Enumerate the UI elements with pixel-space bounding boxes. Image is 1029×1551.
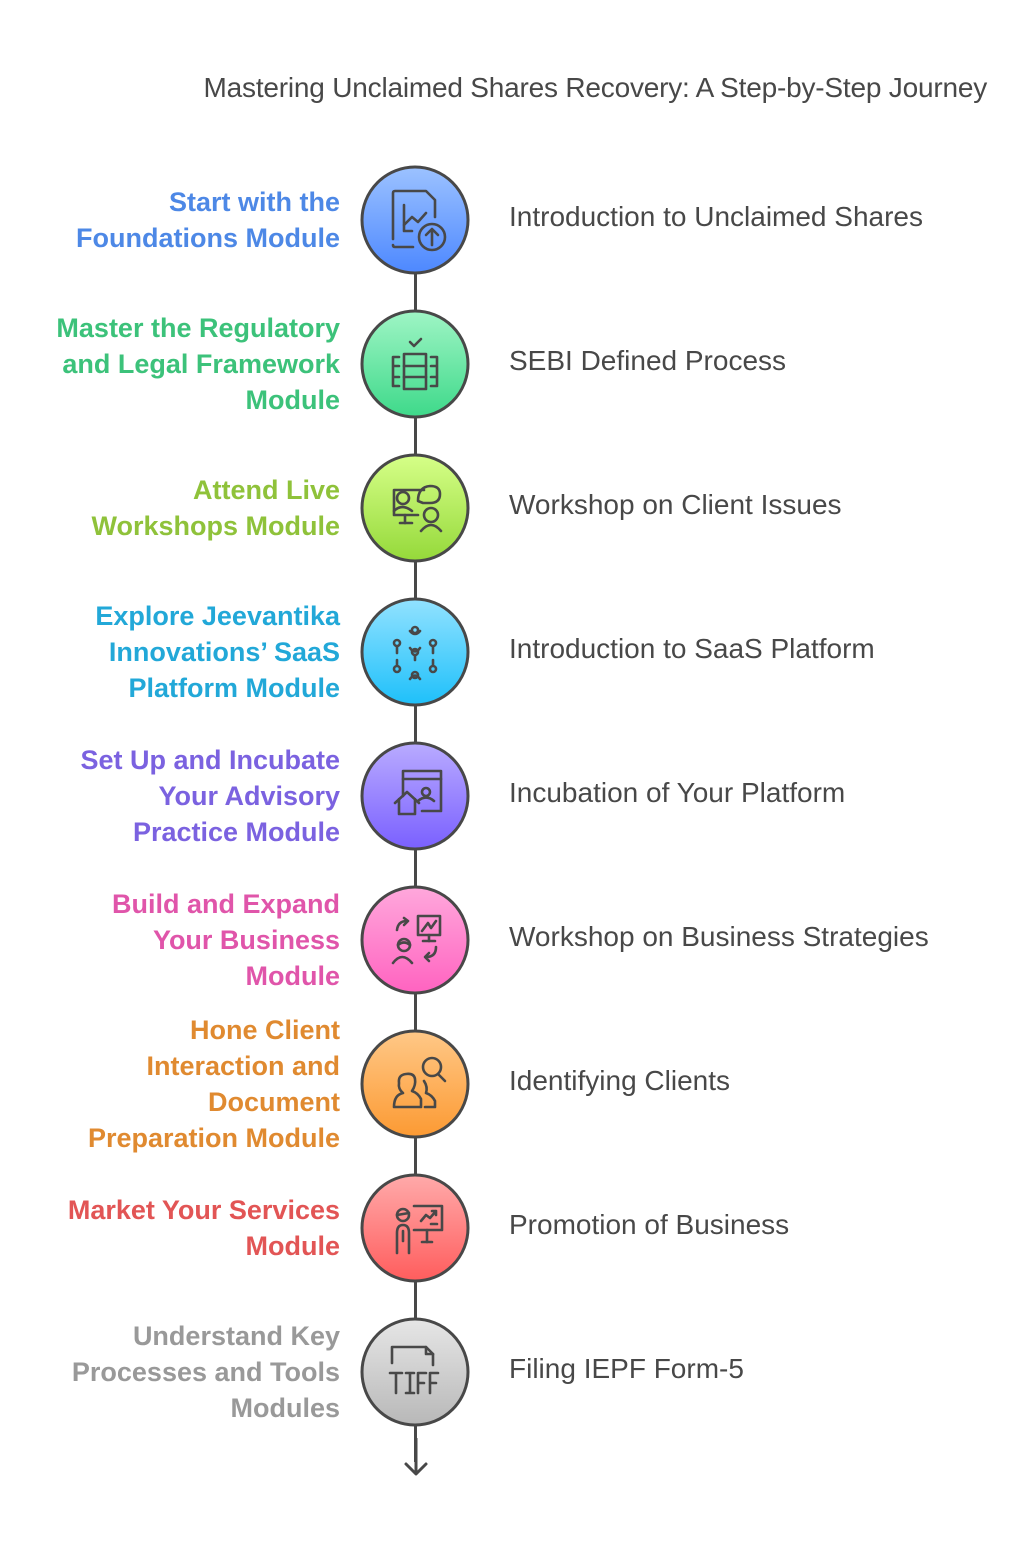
step-circle: [360, 309, 470, 419]
module-label-line: Processes and Tools: [71, 1357, 340, 1387]
server-rack-check-icon: [391, 337, 439, 391]
home-profile-window-icon: [393, 769, 443, 816]
step-circle: [360, 453, 470, 563]
module-label: Master the Regulatory and Legal Framework…: [20, 310, 340, 418]
topic-label: Identifying Clients: [509, 1065, 731, 1096]
step-circle: [360, 1173, 470, 1283]
step-node: [360, 165, 470, 275]
module-label-line: Document: [207, 1087, 340, 1117]
module-label-line: Master the Regulatory: [56, 313, 340, 343]
module-label-line: Build and Expand: [111, 889, 340, 919]
module-label-line: Module: [245, 961, 341, 991]
module-label-line: Explore Jeevantika: [95, 601, 340, 631]
step-node: [360, 741, 470, 851]
presentation-exchange-icon: [391, 914, 442, 965]
module-label-line: Preparation Module: [87, 1123, 340, 1153]
timeline-spine: [414, 270, 417, 1462]
step-node: [360, 1317, 470, 1427]
module-label-line: Your Business: [152, 925, 340, 955]
topic-label: Workshop on Business Strategies: [509, 921, 929, 952]
module-label-line: Platform Module: [128, 673, 340, 703]
module-label-line: Foundations Module: [76, 223, 340, 253]
module-label-line: Practice Module: [132, 817, 340, 847]
step-circle: [360, 1029, 470, 1139]
topic-label: Incubation of Your Platform: [509, 777, 846, 808]
module-label-line: Hone Client: [189, 1015, 340, 1045]
module-label-line: Market Your Services: [67, 1195, 340, 1225]
step-node: [360, 1029, 470, 1139]
step-node: [360, 309, 470, 419]
module-label-line: Module: [245, 385, 341, 415]
module-label-line: Innovations’ SaaS: [108, 637, 340, 667]
module-label-line: Your Advisory: [158, 781, 340, 811]
video-call-chat-icon: [392, 484, 443, 533]
timeline-step-2: Master the Regulatory and Legal Framework…: [0, 309, 1029, 419]
arrow-down-icon: [404, 1438, 428, 1476]
step-circle: [360, 1317, 470, 1427]
topic-label: Workshop on Client Issues: [509, 489, 842, 520]
topic-label: Filing IEPF Form-5: [509, 1353, 744, 1384]
document-chart-upload-icon: [391, 189, 447, 252]
step-node: [360, 597, 470, 707]
topic-label: Promotion of Business: [509, 1209, 790, 1240]
step-circle: [360, 597, 470, 707]
step-node: [360, 1173, 470, 1283]
module-label-line: Workshops Module: [91, 511, 340, 541]
network-nodes-icon: [392, 625, 438, 681]
step-circle: [360, 885, 470, 995]
presenter-chart-icon: [395, 1204, 444, 1255]
module-label-line: Understand Key: [132, 1321, 340, 1351]
step-node: [360, 453, 470, 563]
module-label-line: Attend Live: [192, 475, 340, 505]
tiff-file-icon: [388, 1345, 440, 1395]
topic-label: SEBI Defined Process: [509, 345, 787, 376]
module-label-line: Set Up and Incubate: [80, 745, 340, 775]
people-search-icon: [392, 1056, 447, 1109]
topic-label: Introduction to SaaS Platform: [509, 633, 875, 664]
diagram-title: Mastering Unclaimed Shares Recovery: A S…: [203, 72, 988, 103]
topic-label: Introduction to Unclaimed Shares: [509, 201, 923, 232]
step-circle: [360, 165, 470, 275]
module-label-line: Modules: [230, 1393, 340, 1423]
module-label-line: Interaction and: [146, 1051, 340, 1081]
module-label-line: and Legal Framework: [62, 349, 340, 379]
module-label-line: Start with the: [168, 187, 340, 217]
step-node: [360, 885, 470, 995]
step-circle: [360, 741, 470, 851]
module-label-line: Module: [245, 1231, 341, 1261]
